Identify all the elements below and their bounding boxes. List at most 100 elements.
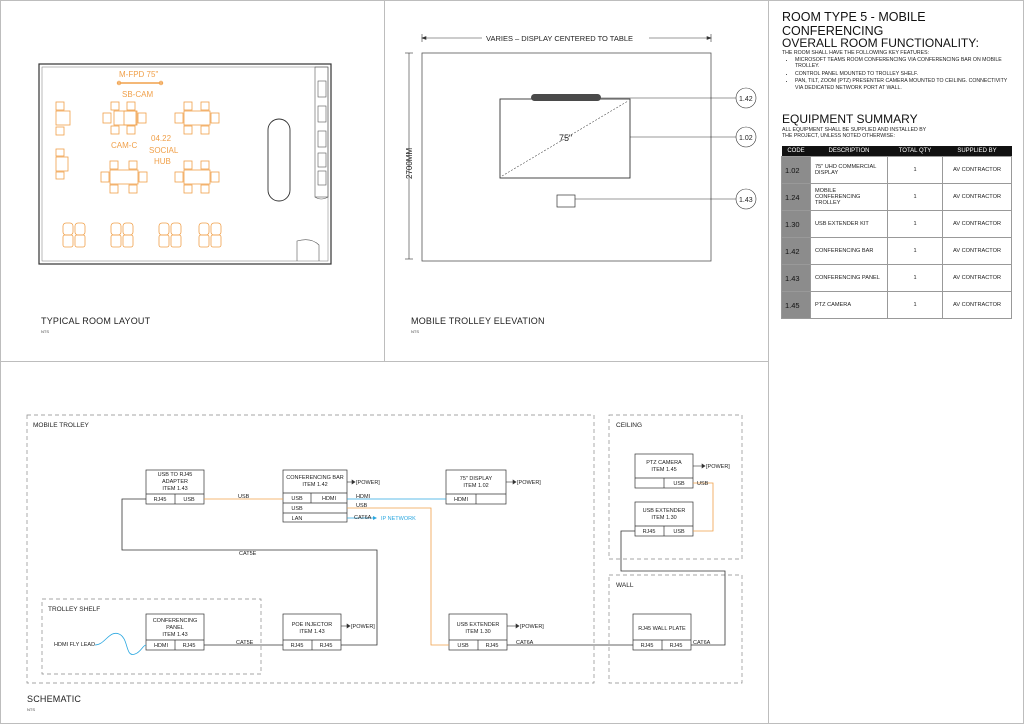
- elevation-drawing: VARIES – DISPLAY CENTERED TO TABLE 2700M…: [405, 34, 757, 262]
- elevation-panel: VARIES – DISPLAY CENTERED TO TABLE 2700M…: [384, 0, 769, 362]
- conf-bar-p4: LAN: [292, 516, 303, 522]
- zone-trolley: [26, 414, 595, 684]
- row-code: 1.30: [781, 210, 811, 238]
- usb-adapter-p2: USB: [183, 497, 195, 503]
- conferencing-bar-symbol: [531, 94, 601, 101]
- ptz-p1: USB: [673, 481, 685, 487]
- cable-label-usb-2: USB: [356, 503, 368, 509]
- panel-symbol: [556, 194, 576, 208]
- room-layout-nts: NTS: [41, 329, 49, 334]
- poe-p1: RJ45: [291, 643, 304, 649]
- cable-label-cat6a-lan: CAT6A: [354, 515, 372, 521]
- row-code: 1.43: [781, 264, 811, 292]
- room-outline: [38, 63, 332, 265]
- cable-cat6a-ceiling: [620, 530, 726, 646]
- table-row: 1.43 CONFERENCING PANEL 1 AV CONTRACTOR: [781, 264, 1012, 292]
- equipment-heading: EQUIPMENT SUMMARY: [782, 112, 918, 126]
- display-l2: ITEM 1.02: [463, 483, 488, 489]
- joinery-right: [296, 66, 329, 261]
- cable-label-cat5e-2: CAT5E: [236, 640, 254, 646]
- conf-bar-p3: USB: [291, 506, 303, 512]
- usb-ext-trolley-p1: USB: [457, 643, 469, 649]
- row-qty: 1: [887, 210, 943, 238]
- row-supplier: AV CONTRACTOR: [942, 156, 1012, 184]
- row-code: 1.24: [781, 183, 811, 211]
- cable-label-cat5e-1: CAT5E: [239, 551, 257, 557]
- row-qty: 1: [887, 291, 943, 319]
- room-layout-panel: M-FPD 75" SB-CAM CAM-C 04.22 SOCIAL HUB …: [0, 0, 385, 362]
- callout-1-42-text: 1.42: [739, 96, 753, 103]
- display-p1: HDMI: [454, 497, 469, 503]
- ptz-l2: ITEM 1.45: [651, 467, 676, 473]
- poe-l2: ITEM 1.43: [299, 629, 324, 635]
- row-qty: 1: [887, 183, 943, 211]
- table-row: 1.45 PTZ CAMERA 1 AV CONTRACTOR: [781, 291, 1012, 319]
- functionality-heading: OVERALL ROOM FUNCTIONALITY:: [782, 36, 979, 50]
- row-code: 1.02: [781, 156, 811, 184]
- usb-ext-ceiling-p2: USB: [673, 529, 685, 535]
- row-qty: 1: [887, 237, 943, 265]
- row-desc: CONFERENCING BAR: [810, 237, 888, 265]
- col-description: DESCRIPTION: [810, 146, 888, 157]
- usb-ext-trolley-l1: USB EXTENDER: [457, 622, 500, 628]
- zone-trolley-label: MOBILE TROLLEY: [33, 422, 90, 429]
- row-supplier: AV CONTRACTOR: [942, 264, 1012, 292]
- zone-wall: [608, 574, 743, 684]
- schematic-title: SCHEMATIC: [27, 694, 82, 704]
- display-label: M-FPD 75": [119, 70, 158, 79]
- conf-bar-p2: HDMI: [322, 496, 337, 502]
- callout-1-02: [735, 126, 757, 148]
- conf-bar-l1: CONFERENCING BAR: [286, 475, 343, 481]
- table-row: 1.42 CONFERENCING BAR 1 AV CONTRACTOR: [781, 237, 1012, 265]
- conf-bar-p1: USB: [291, 496, 303, 502]
- usb-adapter-l2: ADAPTER: [162, 479, 188, 485]
- conf-panel-p2: RJ45: [183, 643, 196, 649]
- col-supplier: SUPPLIED BY: [942, 146, 1012, 157]
- conf-panel-l3: ITEM 1.43: [162, 632, 187, 638]
- screen-size-label: 75": [559, 133, 572, 143]
- row-desc: CONFERENCING PANEL: [810, 264, 888, 292]
- usb-adapter-l3: ITEM 1.43: [162, 486, 187, 492]
- cable-label-cat6a-2: CAT6A: [693, 640, 711, 646]
- power-label-poe: [POWER]: [351, 624, 375, 630]
- col-qty: TOTAL QTY: [887, 146, 943, 157]
- row-desc: USB EXTENDER KIT: [810, 210, 888, 238]
- schematic-diagram: MOBILE TROLLEY TROLLEY SHELF CEILING WAL…: [26, 414, 743, 684]
- poe-p2: RJ45: [320, 643, 333, 649]
- furniture: [55, 101, 222, 248]
- callout-1-43: [735, 188, 757, 210]
- power-label-ext: [POWER]: [520, 624, 544, 630]
- cable-label-hdmi: HDMI: [356, 494, 371, 500]
- conf-panel-l1: CONFERENCING: [153, 618, 198, 624]
- usb-adapter-l1: USB TO RJ45: [158, 472, 193, 478]
- conf-panel-l2: PANEL: [166, 625, 184, 631]
- poe-l1: POE INJECTOR: [292, 622, 333, 628]
- wall-plate-p2: RJ45: [670, 643, 683, 649]
- functionality-list: MICROSOFT TEAMS ROOM CONFERENCING VIA CO…: [787, 57, 1015, 92]
- row-qty: 1: [887, 264, 943, 292]
- row-code: 1.42: [781, 237, 811, 265]
- usb-adapter-p1: RJ45: [154, 497, 167, 503]
- width-dimension: [421, 34, 712, 42]
- ptz-l1: PTZ CAMERA: [646, 460, 682, 466]
- room-name-1: SOCIAL: [149, 146, 179, 155]
- wall-plate-l1: RJ45 WALL PLATE: [638, 626, 686, 632]
- functionality-item: CONTROL PANEL MOUNTED TO TROLLEY SHELF.: [795, 71, 1015, 77]
- cable-label-hdmi-fly: HDMI FLY LEAD: [54, 642, 95, 648]
- zone-ceiling: [608, 414, 743, 560]
- callout-1-43-text: 1.43: [739, 197, 753, 204]
- row-supplier: AV CONTRACTOR: [942, 291, 1012, 319]
- room-name-2: HUB: [154, 157, 171, 166]
- hdmi-fly-lead: [94, 632, 147, 655]
- functionality-item: MICROSOFT TEAMS ROOM CONFERENCING VIA CO…: [795, 57, 1015, 70]
- room-layout-title: TYPICAL ROOM LAYOUT: [41, 316, 151, 326]
- row-qty: 1: [887, 156, 943, 184]
- functionality-item: PAN, TILT, ZOOM (PTZ) PRESENTER CAMERA M…: [795, 78, 1015, 91]
- zone-wall-label: WALL: [616, 582, 634, 589]
- row-desc: 75" UHD COMMERCIAL DISPLAY: [810, 156, 888, 184]
- elevation-title: MOBILE TROLLEY ELEVATION: [411, 316, 545, 326]
- wall-plate-p1: RJ45: [641, 643, 654, 649]
- power-label-ptz: [POWER]: [706, 464, 730, 470]
- power-label-bar: [POWER]: [356, 480, 380, 486]
- height-dimension: [405, 52, 413, 260]
